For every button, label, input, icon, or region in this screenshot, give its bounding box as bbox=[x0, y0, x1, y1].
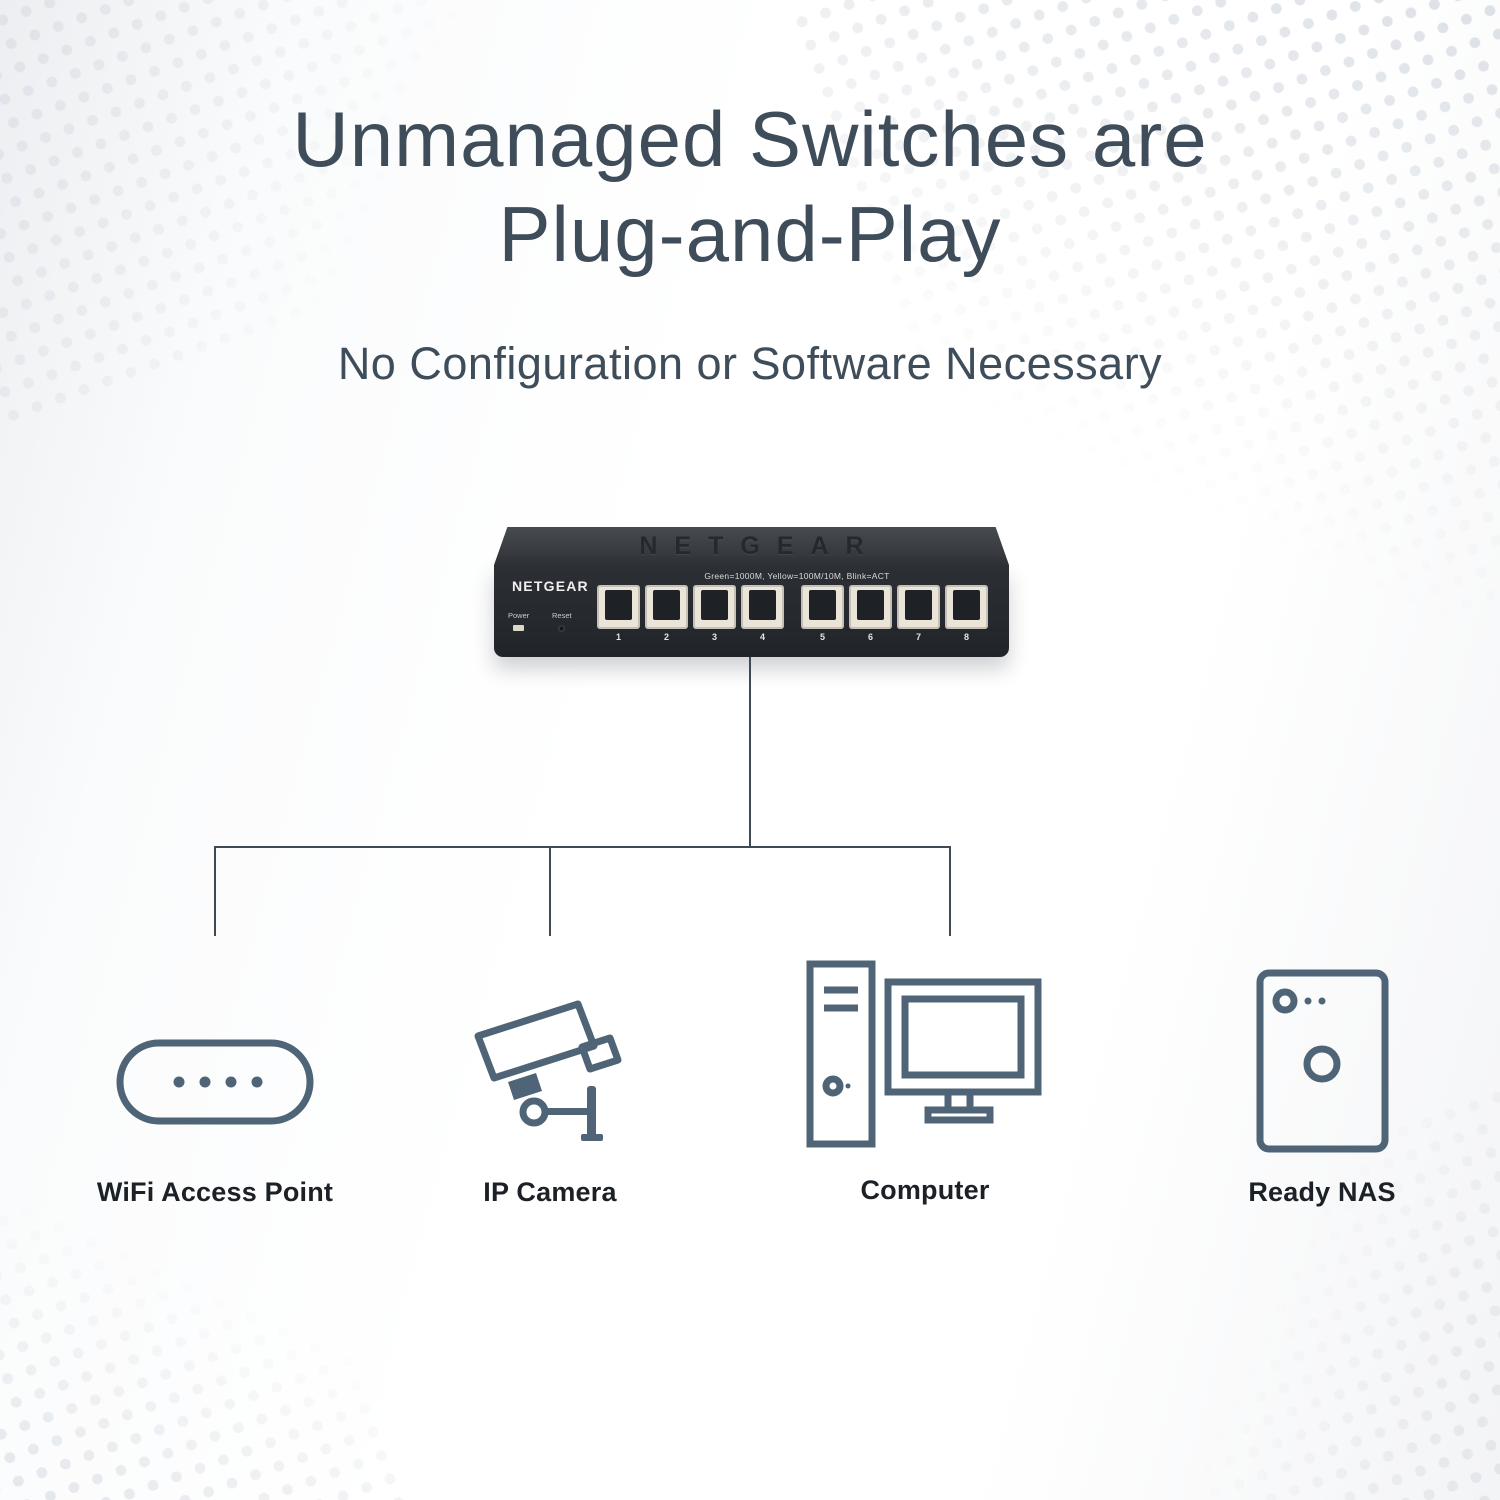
ethernet-port-5: 5 bbox=[801, 585, 844, 642]
connector-horizontal bbox=[214, 846, 951, 848]
port-number: 5 bbox=[819, 632, 825, 642]
switch-top-face: NETGEAR bbox=[494, 527, 1009, 565]
connector-drop-wifi bbox=[214, 846, 216, 936]
port-number: 1 bbox=[615, 632, 621, 642]
reset-button bbox=[558, 625, 566, 632]
switch-front-face: NETGEAR Power Reset Green=1000M, Yellow=… bbox=[494, 565, 1009, 657]
rj45-jack bbox=[801, 585, 844, 629]
port-number: 4 bbox=[759, 632, 765, 642]
rj45-jack bbox=[741, 585, 784, 629]
device-computer: Computer bbox=[765, 956, 1085, 1206]
device-label: Computer bbox=[860, 1175, 990, 1205]
ethernet-port-7: 7 bbox=[897, 585, 940, 642]
network-switch: NETGEAR NETGEAR Power Reset Green=1000M,… bbox=[494, 527, 1009, 657]
switch-top-brand-text: NETGEAR bbox=[639, 531, 881, 560]
device-ready-nas: Ready NAS bbox=[1162, 968, 1482, 1208]
device-label: WiFi Access Point bbox=[96, 1177, 334, 1207]
rj45-slot bbox=[905, 590, 932, 620]
ethernet-port-8: 8 bbox=[945, 585, 988, 642]
ip-camera-icon bbox=[474, 1000, 622, 1141]
rj45-jack bbox=[897, 585, 940, 629]
rj45-jack bbox=[693, 585, 736, 629]
port-number: 2 bbox=[663, 632, 669, 642]
rj45-jack bbox=[645, 585, 688, 629]
power-indicator: Power bbox=[508, 611, 529, 631]
device-label: Ready NAS bbox=[1248, 1177, 1396, 1207]
reset-control: Reset bbox=[552, 611, 572, 632]
computer-icon bbox=[806, 960, 1042, 1148]
ethernet-port-4: 4 bbox=[741, 585, 784, 642]
connector-stem bbox=[749, 657, 751, 846]
rj45-jack bbox=[849, 585, 892, 629]
device-ip-camera: IP Camera bbox=[390, 990, 710, 1208]
device-wifi-access-point: WiFi Access Point bbox=[55, 1038, 375, 1208]
port-number: 3 bbox=[711, 632, 717, 642]
title-line-1: Unmanaged Switches are bbox=[292, 95, 1208, 183]
power-led bbox=[513, 625, 525, 631]
ethernet-port-3: 3 bbox=[693, 585, 736, 642]
ethernet-port-2: 2 bbox=[645, 585, 688, 642]
ethernet-port-1: 1 bbox=[597, 585, 640, 642]
rj45-slot bbox=[809, 590, 836, 620]
title-line-2: Plug-and-Play bbox=[498, 190, 1002, 279]
rj45-jack bbox=[597, 585, 640, 629]
ready-nas-icon bbox=[1256, 969, 1388, 1153]
power-label: Power bbox=[508, 611, 530, 620]
rj45-slot bbox=[953, 590, 980, 620]
connector-drop-camera bbox=[549, 846, 551, 936]
led-caption: Green=1000M, Yellow=100M/10M, Blink=ACT bbox=[704, 571, 890, 581]
rj45-slot bbox=[653, 590, 680, 620]
ethernet-port-6: 6 bbox=[849, 585, 892, 642]
rj45-slot bbox=[749, 590, 776, 620]
reset-label: Reset bbox=[552, 611, 572, 620]
connector-drop-computer bbox=[949, 846, 951, 936]
rj45-slot bbox=[605, 590, 632, 620]
port-number: 8 bbox=[963, 632, 969, 642]
netgear-logo: NETGEAR bbox=[512, 578, 589, 594]
wifi-access-point-icon bbox=[116, 1039, 314, 1125]
port-row: 1 2 3 4 5 bbox=[597, 585, 988, 642]
port-number: 6 bbox=[867, 632, 873, 642]
header: Unmanaged Switches are Plug-and-Play No … bbox=[0, 92, 1500, 390]
port-number: 7 bbox=[915, 632, 921, 642]
subtitle: No Configuration or Software Necessary bbox=[337, 338, 1163, 390]
device-label: IP Camera bbox=[483, 1177, 617, 1207]
rj45-slot bbox=[701, 590, 728, 620]
rj45-slot bbox=[857, 590, 884, 620]
rj45-jack bbox=[945, 585, 988, 629]
